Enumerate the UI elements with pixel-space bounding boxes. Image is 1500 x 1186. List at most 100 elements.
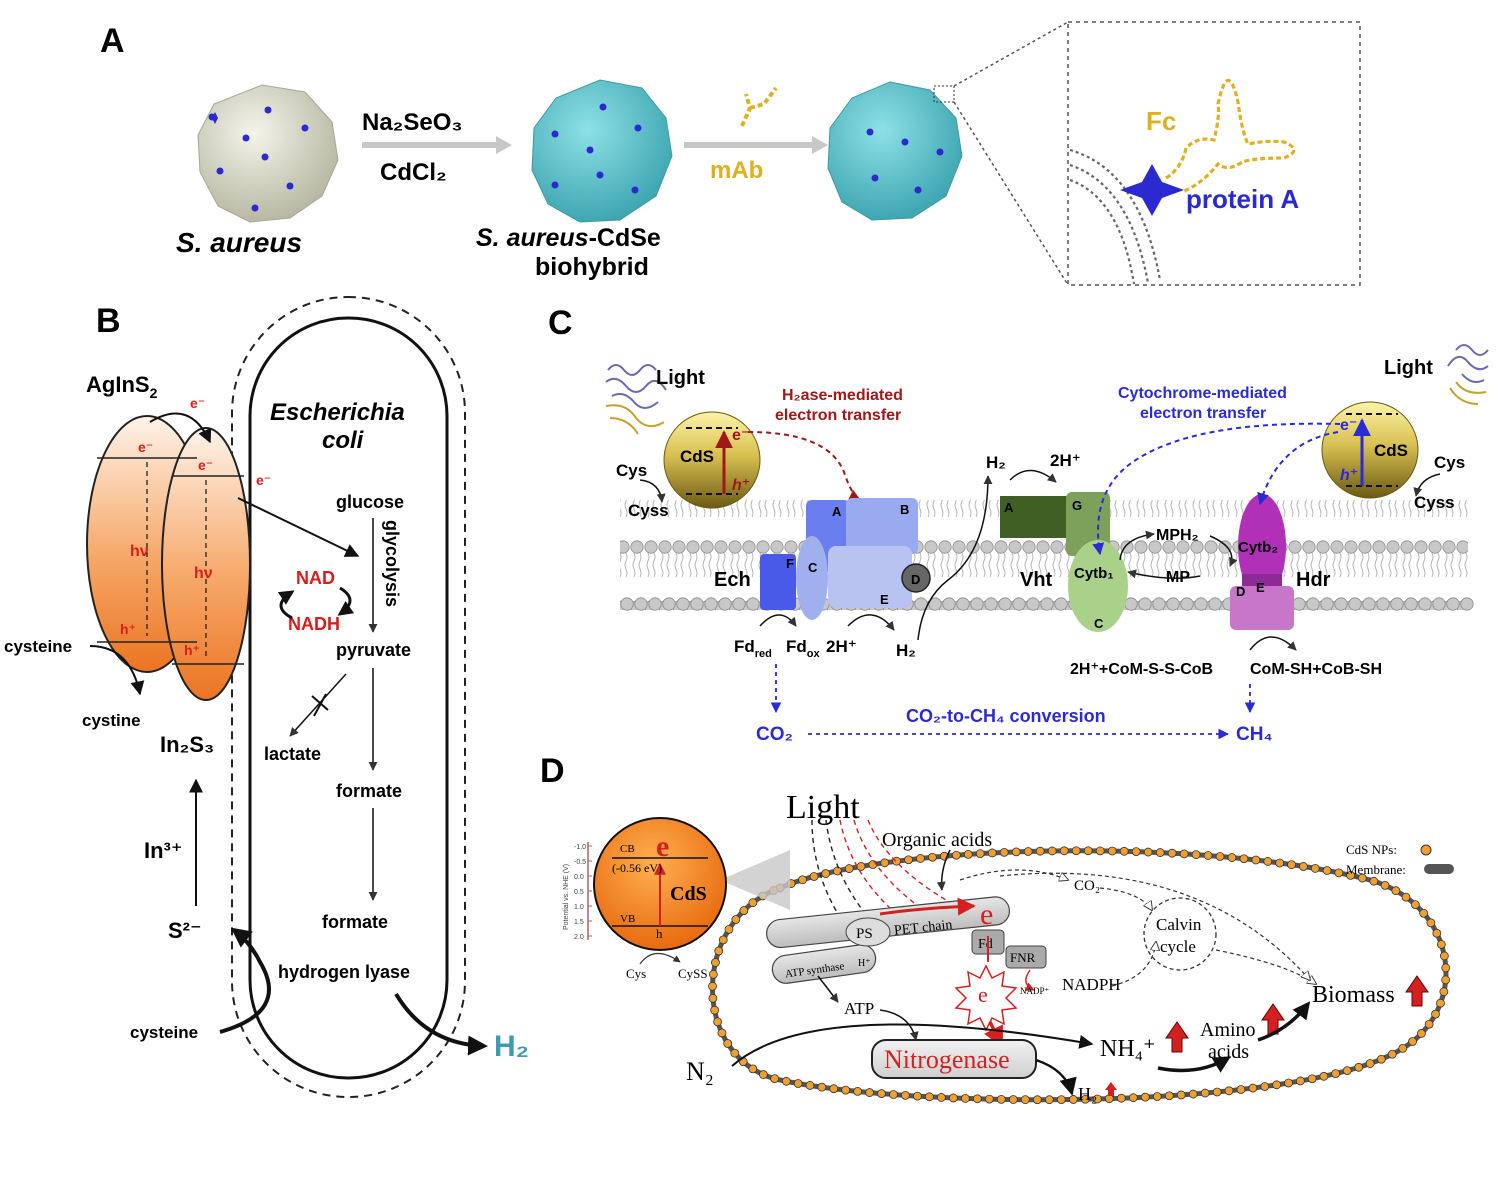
cds-nanoparticle xyxy=(1080,1094,1090,1104)
pyruvate-label: pyruvate xyxy=(336,640,411,660)
cds-nanoparticle xyxy=(1176,1090,1186,1100)
cds-left-label: CdS xyxy=(680,447,714,466)
axis-tick-label: 1.5 xyxy=(574,919,584,926)
organic-acids-label: Organic acids xyxy=(882,829,992,851)
s-aureus-label: S. aureus xyxy=(176,227,302,258)
potential-axis: -1.0-0.50.00.51.01.52.0 Potential vs. NH… xyxy=(563,842,592,941)
cds-nanoparticle xyxy=(1164,1091,1174,1101)
h2ase-label-1: H₂ase-mediated xyxy=(782,387,903,404)
nh4-label: NH₄⁺ xyxy=(1100,1036,1156,1062)
cds-nanoparticle xyxy=(1401,892,1411,902)
h2-transfer-arrow xyxy=(917,475,993,641)
fnr-label: FNR xyxy=(1010,950,1036,965)
cds-nanoparticle xyxy=(770,1074,780,1084)
panel-c-letter: C xyxy=(548,304,573,342)
lipid-head xyxy=(1208,597,1222,611)
cds-nanoparticle xyxy=(817,1082,827,1092)
amino-label-2: acids xyxy=(1208,1041,1249,1063)
nh4-up-arrow xyxy=(1165,1021,1189,1053)
cds-nanoparticle xyxy=(1398,1043,1408,1053)
cds-nanoparticle xyxy=(1310,864,1320,873)
s2-cysteine-arrow xyxy=(219,927,271,1034)
axis-tick-label: -0.5 xyxy=(574,859,586,866)
lipid-head xyxy=(1012,597,1026,611)
cds-nanoparticle xyxy=(1128,1093,1138,1103)
cds-nanoparticle xyxy=(844,864,854,873)
formate-2-label: formate xyxy=(322,912,388,932)
cds-nanoparticle xyxy=(1119,846,1129,856)
cds-nanoparticle xyxy=(1432,928,1442,938)
pet-electron-arrow xyxy=(879,897,976,916)
cds-right-h: h⁺ xyxy=(1340,467,1358,484)
vht-a-label: A xyxy=(1004,500,1014,515)
cds-nanoparticle xyxy=(1424,1019,1434,1029)
lactate-label: lactate xyxy=(264,744,321,764)
cds-nanoparticle xyxy=(972,1094,982,1104)
cds-nanoparticle xyxy=(1426,918,1436,928)
biohybrid-protein-a xyxy=(551,103,642,194)
cds-nanoparticle xyxy=(739,906,749,915)
svg-text:Fdred: Fdred xyxy=(734,637,772,660)
cds-nanoparticle xyxy=(1023,847,1033,856)
cds-nanoparticle xyxy=(1380,880,1390,890)
cds-nanoparticle xyxy=(758,1070,768,1079)
reagent-cdcl2: CdCl₂ xyxy=(380,159,447,186)
lipid-head xyxy=(1376,597,1390,611)
ech-subunit-f xyxy=(760,554,796,610)
svg-text:S. aureus-CdSe: S. aureus-CdSe xyxy=(476,224,661,252)
cys-right-label: Cys xyxy=(1434,453,1465,472)
cds-d-h: h xyxy=(656,926,663,941)
atp-label: ATP xyxy=(844,999,874,1018)
particle2-h: h⁺ xyxy=(184,642,200,658)
cds-nanoparticle xyxy=(904,855,913,865)
lipid-head xyxy=(998,597,1012,611)
panel-c: C Light H₂ase-mediated electron transfer… xyxy=(548,304,1489,745)
cds-nanoparticle xyxy=(1357,873,1367,883)
cds-nanoparticle xyxy=(951,850,961,860)
cds-particle-right xyxy=(1321,401,1419,499)
cds-nanoparticle xyxy=(1179,849,1189,859)
burst-e-label: e xyxy=(978,982,988,1007)
biomass-label: Biomass xyxy=(1312,982,1395,1008)
cds-nanoparticle xyxy=(1272,1080,1282,1090)
cds-nanoparticle xyxy=(798,875,807,885)
cds-nanoparticle xyxy=(711,958,720,967)
antibody-icon xyxy=(740,86,778,127)
nadph-label: NADPH xyxy=(1062,975,1121,994)
nitrogenase-box xyxy=(871,1039,1037,1079)
lactate-block-mark xyxy=(311,693,329,717)
svg-text:AgInS2: AgInS2 xyxy=(86,372,158,401)
legend-membrane-label: Membrane: xyxy=(1346,862,1406,877)
cds-nanoparticle xyxy=(809,872,819,881)
aginss2-sub: 2 xyxy=(150,385,158,401)
fdred-sub: red xyxy=(755,648,772,660)
cds-nanoparticle xyxy=(714,946,724,956)
atp-synthase-box xyxy=(771,944,877,984)
hdr-subunit-d xyxy=(1230,586,1294,630)
cds-nanoparticle xyxy=(1152,1092,1162,1101)
cds-nanoparticle xyxy=(1248,1083,1258,1093)
glucose-label: glucose xyxy=(336,492,404,512)
ech-subunit-e xyxy=(828,546,912,608)
ech-f-label: F xyxy=(786,556,794,571)
lipid-head xyxy=(1054,597,1068,611)
cds-nanoparticle xyxy=(1251,855,1261,865)
ech-subunit-c xyxy=(796,536,828,620)
cds-nanoparticle xyxy=(1295,1076,1305,1086)
ech-e-label: E xyxy=(880,592,889,607)
e-coli-label-2: coli xyxy=(322,427,365,454)
h2ase-label-2: electron transfer xyxy=(775,407,901,424)
fc-label: Fc xyxy=(1146,106,1176,136)
cds-nanoparticles xyxy=(708,846,1451,1105)
particle1-h: h⁺ xyxy=(120,621,136,637)
cds-nanoparticle xyxy=(889,1090,898,1099)
reaction-right-label: CoM-SH+CoB-SH xyxy=(1250,661,1382,678)
cds-nanoparticle xyxy=(1263,857,1273,866)
fc-antibody-icon xyxy=(1165,79,1296,194)
lipid-head xyxy=(970,597,984,611)
cystine-label: cystine xyxy=(82,711,141,730)
ech-2h-label: 2H⁺ xyxy=(826,637,857,656)
cds-particle-left xyxy=(663,411,761,509)
cds-nanoparticle xyxy=(731,915,741,924)
